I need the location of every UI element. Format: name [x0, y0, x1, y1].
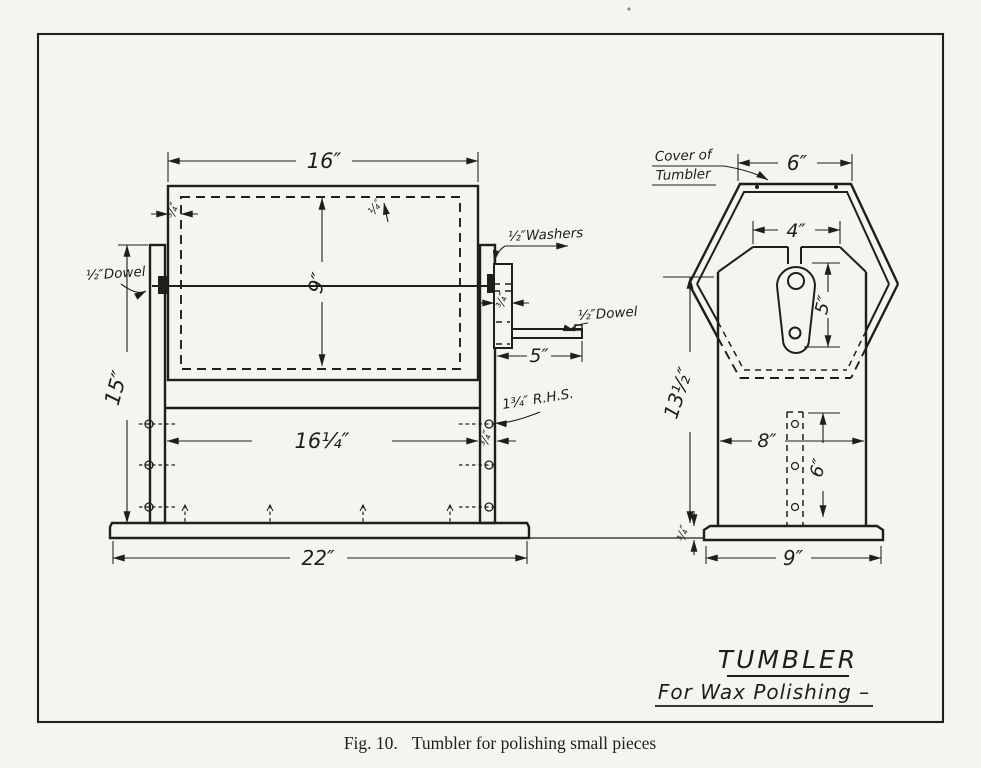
dim-label-post: ¾″: [477, 428, 495, 448]
dim-wall-thickness: ¾″: [151, 200, 198, 220]
dim-drum-width: 16″: [167, 149, 479, 182]
dim-cover-width: 6″: [737, 151, 853, 181]
note-stock: 1¾″ R.H.S.: [494, 386, 575, 428]
hex-lower-left-inner-hidden: [717, 321, 745, 371]
hex-lower-left-outer: [687, 283, 720, 339]
hexagon-inner-upper: [696, 191, 890, 285]
print-speck: [627, 7, 631, 11]
dim-base-width: 9″: [705, 546, 882, 570]
cover-screw-left: [755, 185, 759, 189]
washers-label: ½″Washers: [507, 225, 583, 245]
dim-label-liner: ¼″: [365, 196, 386, 218]
hex-lower-right-outer: [864, 283, 900, 349]
dim-label-base34: ¾″: [674, 523, 692, 543]
base-screws: [181, 503, 454, 523]
dim-label-16: 16″: [307, 149, 342, 173]
drawing-title: TUMBLER: [718, 645, 858, 674]
dim-cleat-height: 6″: [806, 412, 840, 518]
post-bolts: [139, 419, 497, 512]
dim-label-22: 22″: [302, 546, 335, 570]
right-dowel-label: ½″Dowel: [577, 304, 638, 324]
title-block: TUMBLER For Wax Polishing –: [655, 645, 873, 707]
stock-note-label: 1¾″ R.H.S.: [501, 386, 575, 413]
caption-number: Fig. 10.: [344, 733, 398, 753]
side-view: 6″ 4″ 5″ 13½″ 8″: [652, 147, 900, 570]
dim-stand-width: 8″: [719, 430, 865, 452]
dim-washer-width: ¾″: [479, 290, 529, 310]
dim-label-washer: ¾″: [493, 290, 511, 310]
dim-shoulder-width: 4″: [752, 220, 841, 244]
dim-label-13h: 13½″: [659, 364, 698, 422]
front-base: [108, 521, 531, 540]
hex-lower-right-inner-hidden: [846, 330, 867, 371]
turn-button-latch: [775, 266, 817, 354]
drawing-subtitle: For Wax Polishing –: [658, 680, 870, 704]
dim-label-6cleat: 6″: [806, 456, 831, 479]
dim-label-6top: 6″: [787, 151, 808, 175]
cover-label-line2: Tumbler: [656, 166, 713, 184]
label-left-dowel: ½″Dowel: [85, 264, 147, 300]
dim-label-8: 8″: [757, 430, 776, 452]
dim-base-length: 22″: [112, 541, 528, 570]
dim-handle-length: 5″: [496, 341, 583, 367]
stand-upright: [716, 246, 868, 526]
dim-label-wall: ¾″: [164, 200, 182, 220]
dim-latch-height: 5″: [804, 262, 840, 348]
dim-label-5: 5″: [529, 345, 548, 367]
right-dowel-bearing: [487, 274, 496, 293]
left-dowel-label: ½″Dowel: [85, 264, 146, 284]
hex-lower-left-outer-hidden: [717, 337, 741, 379]
caption-text: Tumbler for polishing small pieces: [412, 733, 657, 753]
side-base: [702, 524, 885, 542]
label-right-dowel: ½″Dowel: [562, 304, 638, 332]
plate-border: [36, 32, 945, 724]
dim-label-5side: 5″: [811, 293, 836, 316]
drum-inner-dashed: [180, 196, 461, 370]
dim-label-9: 9″: [783, 546, 804, 570]
note-liner-thickness: ¼″: [365, 196, 390, 223]
hex-lower-left-inner: [696, 283, 719, 323]
dim-label-9: 9″: [303, 270, 332, 296]
dim-post-thickness: ¾″: [477, 428, 516, 448]
dim-drum-height: 9″: [303, 197, 332, 367]
dim-inner-span: 16¼″: [166, 429, 479, 453]
dim-label-15: 15″: [100, 368, 132, 408]
hex-lower-right-inner: [865, 283, 890, 332]
cover-label-line1: Cover of: [655, 147, 715, 165]
front-view: 16″ 9″ ¾″ ¼″ 15″ 16¼″: [85, 149, 704, 570]
hexagon-outer-upper: [687, 182, 900, 285]
cover-screw-right: [834, 185, 838, 189]
left-dowel-bearing: [158, 276, 168, 294]
dim-label-4: 4″: [786, 220, 805, 242]
hex-lower-right-outer-hidden: [850, 347, 867, 379]
label-washers: ½″Washers: [492, 225, 584, 263]
hidden-cleat: [786, 411, 804, 526]
dim-label-16q: 16¼″: [295, 429, 350, 453]
dim-base-thickness: ¾″: [674, 511, 698, 555]
figure-caption: Fig. 10. Tumbler for polishing small piec…: [344, 733, 657, 753]
label-cover: Cover of Tumbler: [652, 147, 769, 186]
